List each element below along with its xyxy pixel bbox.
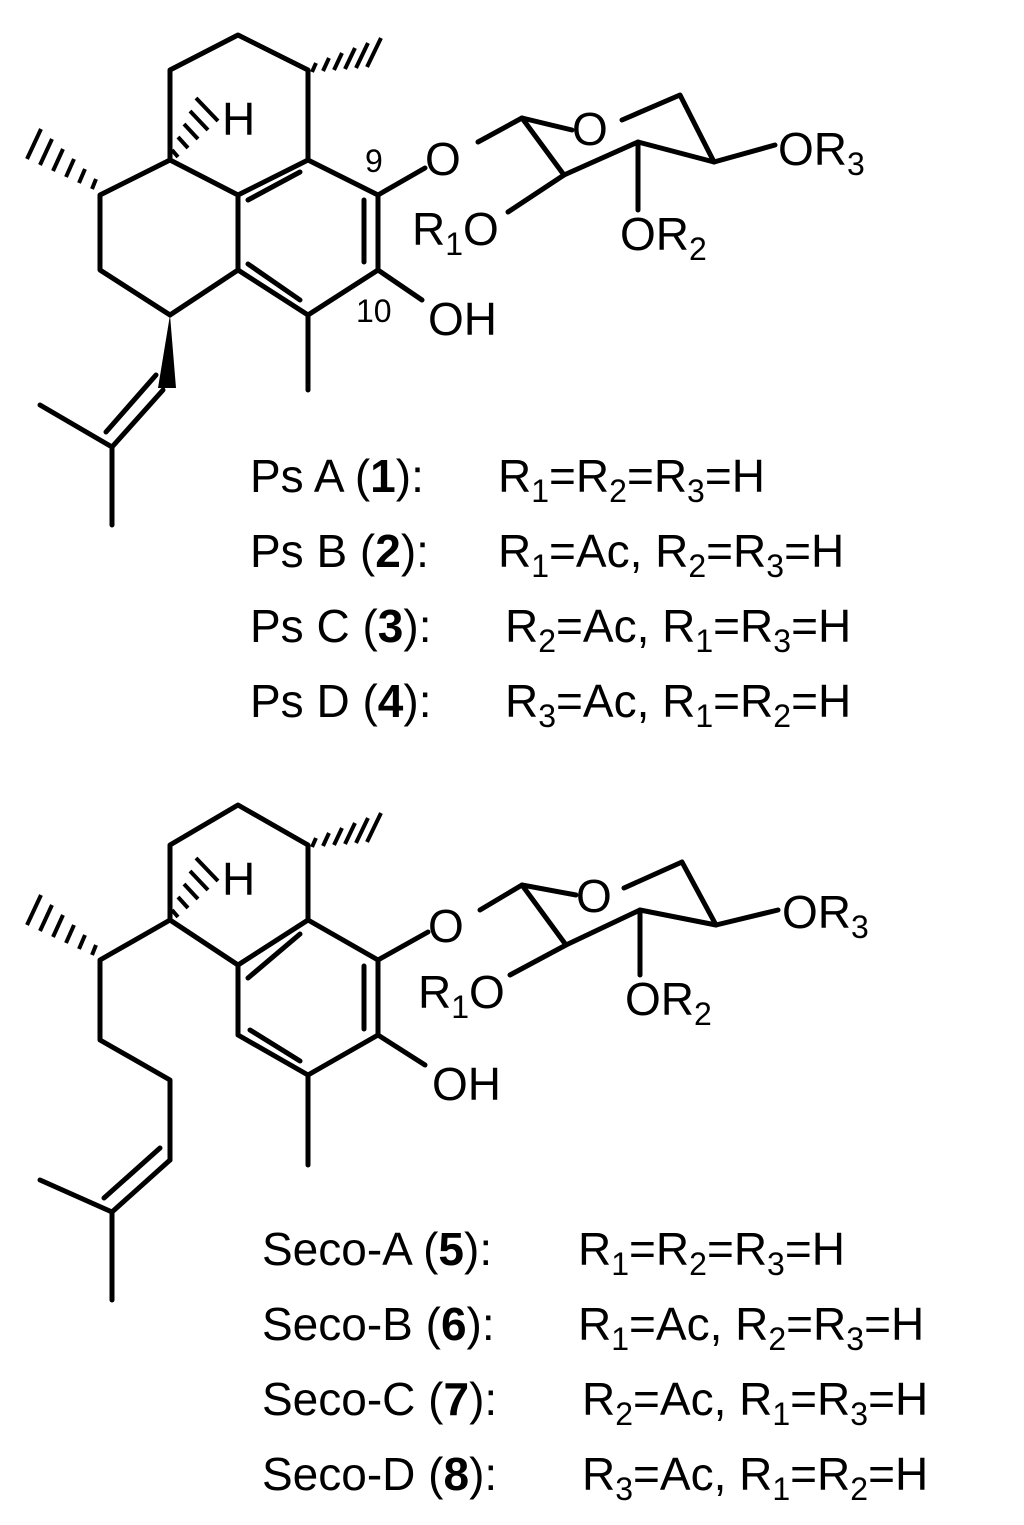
or2-label: OR2 bbox=[620, 208, 707, 267]
compound-seco-d: Seco-D (8):R3=Ac, R1=R2=H bbox=[262, 1448, 928, 1507]
hash-methyl-upper-b bbox=[310, 812, 383, 848]
h-label-b: H bbox=[222, 853, 255, 905]
position-9-label: 9 bbox=[365, 143, 383, 179]
hash-methyl-left bbox=[25, 128, 98, 190]
hash-h-b bbox=[170, 856, 220, 919]
hash-methyl-upper bbox=[310, 37, 383, 73]
compound-ps-c: Ps C (3):R2=Ac, R1=R3=H bbox=[250, 600, 851, 659]
o-ring-label: O bbox=[572, 103, 608, 155]
compound-seco-b: Seco-B (6):R1=Ac, R2=R3=H bbox=[262, 1298, 924, 1357]
wedge-sidechain bbox=[158, 315, 176, 388]
stereo-bonds-bottom bbox=[25, 812, 383, 956]
bonds-bottom bbox=[37, 802, 781, 1303]
compound-seco-c: Seco-C (7):R2=Ac, R1=R3=H bbox=[262, 1373, 928, 1432]
hash-methyl-left-b bbox=[25, 894, 98, 956]
compound-ps-b: Ps B (2):R1=Ac, R2=R3=H bbox=[250, 525, 844, 584]
o-link-label-b: O bbox=[428, 900, 464, 952]
oh-label: OH bbox=[428, 293, 497, 345]
h-label: H bbox=[222, 93, 255, 145]
stereo-bonds-top bbox=[25, 37, 383, 388]
or3-label-b: OR3 bbox=[782, 886, 869, 945]
position-10-label: 10 bbox=[356, 293, 392, 329]
compound-seco-a: Seco-A (5):R1=R2=R3=H bbox=[262, 1223, 845, 1282]
atom-labels-top: H O O R1O OR2 OR3 OH 9 10 bbox=[222, 93, 865, 345]
structure-top: H O O R1O OR2 OR3 OH 9 10 Ps A (1):R1=R2… bbox=[25, 32, 865, 734]
o-link-label: O bbox=[425, 133, 461, 185]
structure-bottom: H O O R1O OR2 OR3 OH Seco-A (5):R1=R2=R3… bbox=[25, 802, 928, 1507]
compound-list-bottom: Seco-A (5):R1=R2=R3=H Seco-B (6):R1=Ac, … bbox=[262, 1223, 928, 1507]
or3-label: OR3 bbox=[778, 123, 865, 182]
r1o-label: R1O bbox=[412, 203, 499, 262]
or2-label-b: OR2 bbox=[625, 973, 712, 1032]
compound-ps-d: Ps D (4):R3=Ac, R1=R2=H bbox=[250, 675, 851, 734]
bonds-top bbox=[37, 32, 778, 528]
o-ring-label-b: O bbox=[576, 870, 612, 922]
r1o-label-b: R1O bbox=[418, 966, 505, 1025]
hash-h bbox=[170, 96, 220, 159]
compound-list-top: Ps A (1):R1=R2=R3=H Ps B (2):R1=Ac, R2=R… bbox=[250, 450, 851, 734]
compound-ps-a: Ps A (1):R1=R2=R3=H bbox=[250, 450, 765, 509]
oh-label-b: OH bbox=[432, 1058, 501, 1110]
atom-labels-bottom: H O O R1O OR2 OR3 OH bbox=[222, 853, 869, 1110]
